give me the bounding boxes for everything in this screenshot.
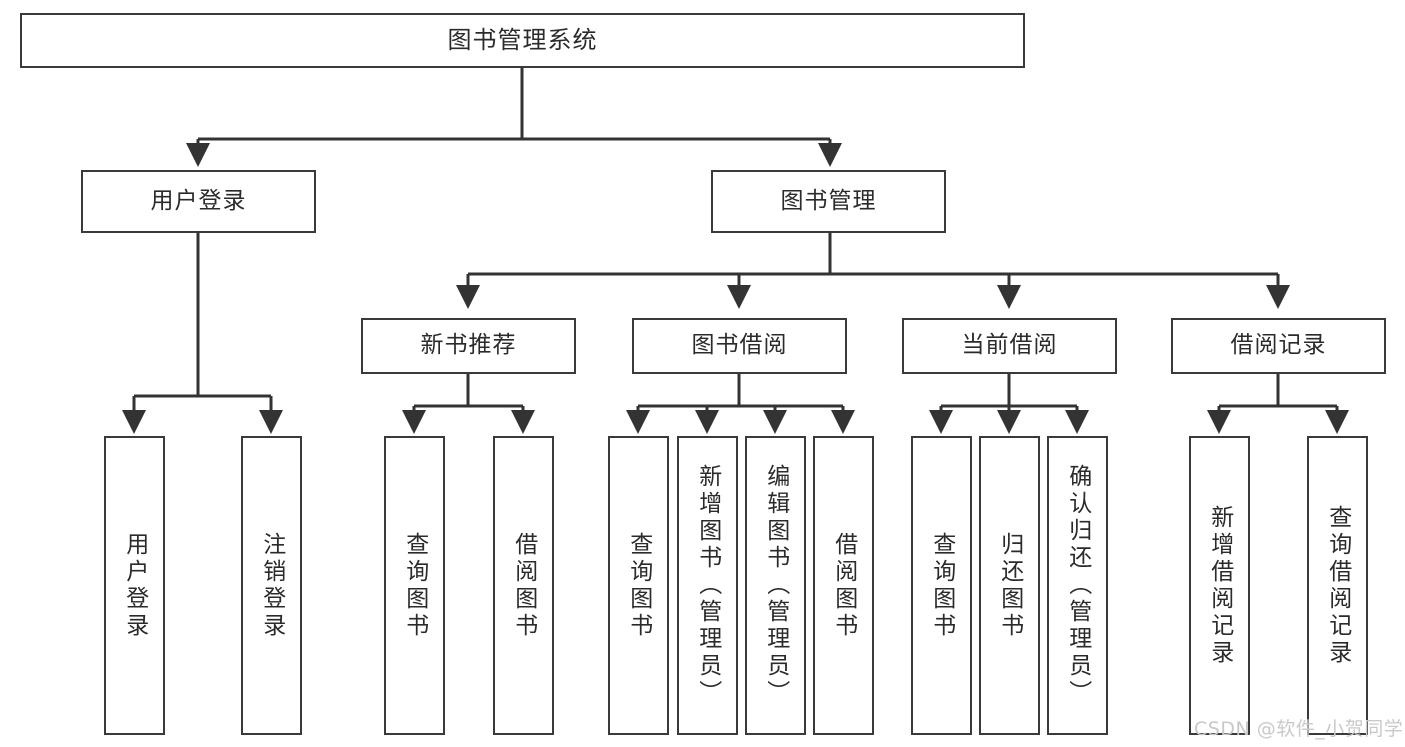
leaf-record-add-borrow-record[interactable]: 新增借阅记录 xyxy=(1189,436,1250,735)
leaf-current-return-book[interactable]: 归还图书 xyxy=(979,436,1040,735)
leaf-borrow-query-book[interactable]: 查询图书 xyxy=(608,436,669,735)
node-borrow-record[interactable]: 借阅记录 xyxy=(1171,318,1386,374)
leaf-record-query-borrow-record[interactable]: 查询借阅记录 xyxy=(1307,436,1368,735)
leaf-current-confirm-return-admin[interactable]: 确认归还（管理员） xyxy=(1047,436,1108,735)
node-book-management[interactable]: 图书管理 xyxy=(711,170,946,233)
node-root-system[interactable]: 图书管理系统 xyxy=(20,13,1025,68)
leaf-borrow-borrow-book[interactable]: 借阅图书 xyxy=(813,436,874,735)
leaf-borrow-edit-book-admin[interactable]: 编辑图书（管理员） xyxy=(745,436,806,735)
leaf-user-login-signin[interactable]: 用户登录 xyxy=(104,436,165,735)
leaf-user-login-signout[interactable]: 注销登录 xyxy=(241,436,302,735)
node-user-login[interactable]: 用户登录 xyxy=(81,170,316,233)
leaf-recommend-borrow-book[interactable]: 借阅图书 xyxy=(493,436,554,735)
leaf-recommend-query-book[interactable]: 查询图书 xyxy=(384,436,445,735)
leaf-current-query-book[interactable]: 查询图书 xyxy=(911,436,972,735)
node-book-borrow[interactable]: 图书借阅 xyxy=(632,318,847,374)
node-current-borrow[interactable]: 当前借阅 xyxy=(902,318,1117,374)
node-new-book-recommend[interactable]: 新书推荐 xyxy=(361,318,576,374)
leaf-borrow-add-book-admin[interactable]: 新增图书（管理员） xyxy=(677,436,738,735)
